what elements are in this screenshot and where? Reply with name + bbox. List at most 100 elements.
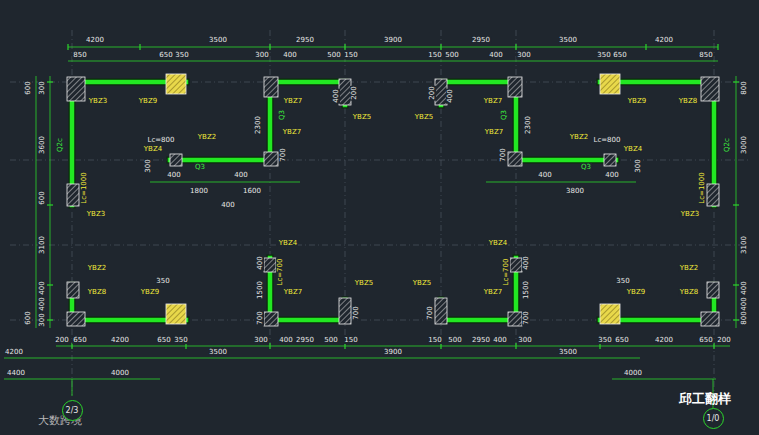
dimension-text: 500 — [323, 336, 338, 344]
dimension-text: 400 — [740, 280, 748, 295]
axis-circle: 1/0 — [703, 408, 724, 429]
dimension-text: 4000 — [623, 369, 643, 377]
dimension-text: 200 — [428, 85, 436, 100]
member-tag: YBZ2 — [679, 264, 699, 272]
dimension-text: 400 — [488, 51, 503, 59]
dimension-text: 350 — [597, 336, 612, 344]
dimension-text: 2300 — [254, 115, 262, 135]
member-tag: YBZ5 — [414, 113, 434, 121]
dimension-text: 300 — [634, 158, 642, 173]
dimension-text: 400 — [604, 171, 619, 179]
dimension-text: 350 — [155, 277, 170, 285]
dimension-text: 400 — [220, 201, 235, 209]
dimension-text: 700 — [256, 310, 264, 325]
dimension-text: 200 — [716, 336, 731, 344]
dimension-text: 4200 — [654, 336, 674, 344]
dimension-text: 3800 — [565, 187, 585, 195]
dimension-text: 400 — [332, 88, 340, 103]
dimension-text: 650 — [156, 336, 171, 344]
dimension-text: 650 — [698, 336, 713, 344]
dimension-text: 400 — [233, 171, 248, 179]
dimension-text: 300 — [517, 336, 532, 344]
member-tag: YBZ4 — [623, 145, 643, 153]
dimension-text: 4000 — [110, 369, 130, 377]
dimension-text: 150 — [427, 51, 442, 59]
dimension-text: 3500 — [558, 348, 578, 356]
member-tag: YBZ3 — [88, 97, 108, 105]
member-tag: YBZ2 — [197, 133, 217, 141]
dimension-text: 300 — [38, 80, 46, 95]
dimension-text: 200 — [350, 85, 358, 100]
dimension-text: 300 — [254, 51, 269, 59]
dimension-text: 4200 — [654, 36, 674, 44]
dimension-text: 400 — [492, 336, 507, 344]
member-tag: YBZ5 — [352, 113, 372, 121]
dimension-text: 400 — [446, 88, 454, 103]
dimension-text: 300 — [253, 336, 268, 344]
dimension-text: 4400 — [6, 369, 26, 377]
dimension-text: 300 — [516, 51, 531, 59]
dimension-text: 800 — [740, 80, 748, 95]
dimension-text: 150 — [343, 336, 358, 344]
member-tag: YBZ7 — [283, 97, 303, 105]
dimension-text: 400 — [522, 255, 530, 270]
dimension-text: 2950 — [471, 36, 491, 44]
dimension-text: 600 — [24, 310, 32, 325]
dimension-text: 3500 — [558, 36, 578, 44]
dimension-text: 3100 — [38, 235, 46, 255]
member-tag: Lc=700 — [276, 258, 284, 287]
dimension-text: 700 — [352, 305, 360, 320]
dimension-text: 300 — [144, 158, 152, 173]
dimension-text: 600 — [24, 80, 32, 95]
member-tag: YBZ9 — [627, 97, 647, 105]
dimension-text: 3000 — [740, 135, 748, 155]
dimension-text: 150 — [427, 336, 442, 344]
dimension-text: 850 — [72, 51, 87, 59]
dimension-text: 400 — [166, 171, 181, 179]
dimension-text: 1500 — [256, 280, 264, 300]
dimension-text: 650 — [614, 336, 629, 344]
member-tag: Lc=1000 — [698, 171, 706, 204]
member-tag: Lc=1000 — [80, 171, 88, 204]
member-tag: YBZ2 — [87, 264, 107, 272]
dimension-text: 2300 — [524, 115, 532, 135]
dimension-text: Lc=800 — [593, 136, 622, 144]
dimension-text: 4200 — [4, 348, 24, 356]
dimension-text: 350 — [173, 336, 188, 344]
dimension-text: 150 — [343, 51, 358, 59]
dimension-text: Q3 — [580, 163, 592, 171]
dimension-text: 700 — [279, 147, 287, 162]
dimension-text: Q2c — [56, 137, 64, 153]
dimension-text: 2950 — [471, 336, 491, 344]
dimension-text: 500 — [326, 51, 341, 59]
dimension-text: 2950 — [295, 336, 315, 344]
dimension-text: 400 — [537, 171, 552, 179]
axis-number: 2/3 — [66, 406, 79, 415]
dimension-text: Q3 — [194, 163, 206, 171]
member-tag: YBZ5 — [412, 279, 432, 287]
dimension-text: 1800 — [189, 187, 209, 195]
dimension-text: 1500 — [522, 280, 530, 300]
member-tag: YBZ8 — [679, 288, 699, 296]
dimension-text: 500 — [444, 51, 459, 59]
dimension-text: 3900 — [383, 348, 403, 356]
member-tag: Lc=700 — [502, 258, 510, 287]
dimension-text: 700 — [426, 305, 434, 320]
dimension-text: 650 — [72, 336, 87, 344]
dimension-text: 350 — [596, 51, 611, 59]
dimension-text: 3500 — [208, 348, 228, 356]
watermark: 邱工翻样 — [678, 391, 732, 406]
member-tag: YBZ7 — [282, 128, 302, 136]
member-tag: YBZ5 — [354, 279, 374, 287]
member-tag: YBZ4 — [278, 239, 298, 247]
member-tag: YBZ3 — [86, 210, 106, 218]
dimension-text: 1600 — [242, 187, 262, 195]
member-tag: YBZ7 — [484, 128, 504, 136]
dimension-text: 800 — [740, 310, 748, 325]
dimension-text: 400 — [278, 336, 293, 344]
dimension-text: 4200 — [110, 336, 130, 344]
dimension-text: 650 — [612, 51, 627, 59]
axis-circle: 2/3 — [62, 400, 83, 421]
dimension-text: 650 — [158, 51, 173, 59]
